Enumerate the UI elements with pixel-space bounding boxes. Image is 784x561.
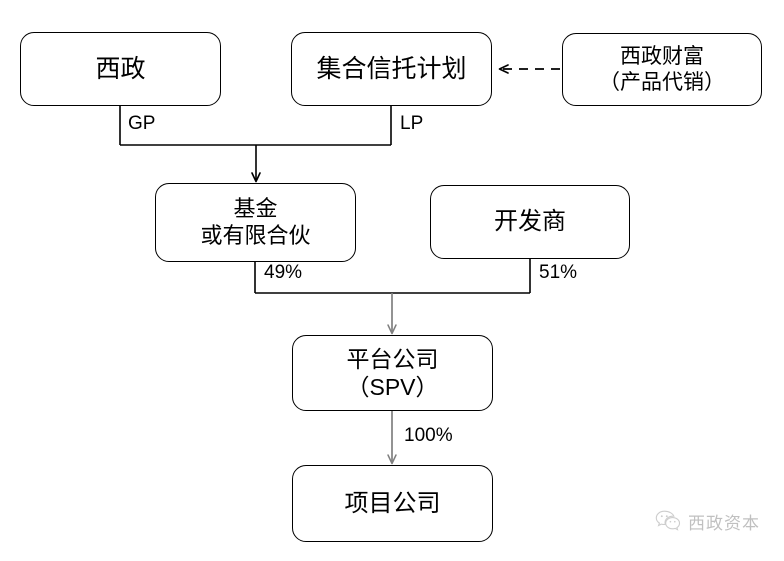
node-platform-spv-line2: （SPV） [346, 374, 439, 400]
watermark-label: 西政资本 [688, 513, 760, 533]
node-xizheng-line1: 西政 [95, 54, 146, 83]
node-fund[interactable]: 基金 或有限合伙 [155, 183, 356, 262]
node-trust-plan-line1: 集合信托计划 [316, 54, 467, 83]
node-developer[interactable]: 开发商 [430, 185, 630, 259]
node-fund-line2: 或有限合伙 [200, 222, 311, 248]
node-trust-plan[interactable]: 集合信托计划 [291, 32, 492, 106]
node-fund-line1: 基金 [233, 195, 278, 221]
watermark: 西政资本 [655, 503, 775, 539]
node-project-company-line1: 项目公司 [344, 489, 441, 517]
node-xizheng-wealth-line1: 西政财富 [620, 44, 704, 68]
edge-label-developer-share: 51% [539, 262, 578, 283]
node-xizheng-wealth[interactable]: 西政财富 （产品代销） [562, 33, 762, 106]
node-developer-line1: 开发商 [494, 208, 566, 236]
node-xizheng-wealth-line2: （产品代销） [599, 70, 725, 94]
wechat-icon [655, 509, 681, 533]
node-platform-spv[interactable]: 平台公司 （SPV） [292, 335, 493, 411]
node-xizheng[interactable]: 西政 [20, 32, 221, 106]
edge-label-gp: GP [128, 113, 156, 134]
edge-label-spv-project-share: 100% [404, 425, 453, 446]
node-platform-spv-line1: 平台公司 [346, 345, 439, 372]
edge-label-fund-share: 49% [264, 262, 303, 283]
node-project-company[interactable]: 项目公司 [292, 465, 493, 542]
edge-label-lp: LP [400, 113, 424, 134]
